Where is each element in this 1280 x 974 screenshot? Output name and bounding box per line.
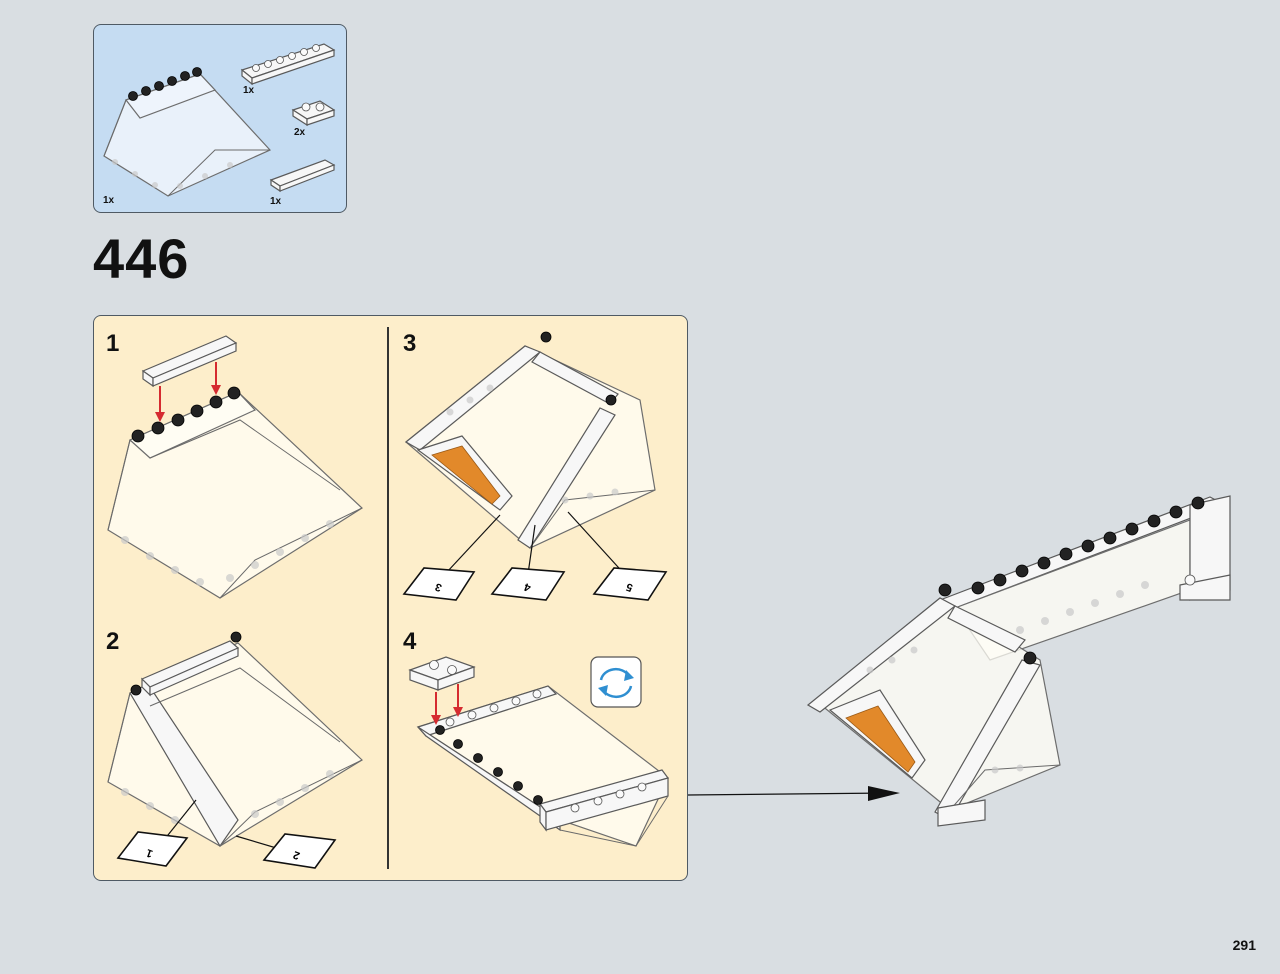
sub-step-4-number: 4 [403,628,417,655]
qty-windscreen: 1x [103,195,115,206]
plate-1x2-icon [408,656,476,691]
tile-1x4-icon [269,159,336,193]
sub-step-3-number: 3 [403,330,417,357]
plate-1x6-icon [240,43,336,86]
result-arrow [687,792,891,796]
sub-step-2-number: 2 [106,628,120,655]
sticker-1-icon: 1 [116,831,189,867]
sticker-4-label: 4 [522,580,533,594]
qty-plate-1x6: 1x [243,85,255,96]
result-arrow-head [868,786,900,801]
sticker-2-label: 2 [292,848,302,861]
rotate-model-icon [590,656,642,708]
sub-steps-divider [387,327,389,869]
sticker-1-label: 1 [145,846,155,859]
sticker-4-icon: 4 [490,567,566,601]
plate-1x2-icon [291,100,336,127]
sticker-3-label: 3 [434,580,444,593]
sub-step-1-illustration [107,335,363,599]
sticker-3-icon: 3 [402,567,476,601]
sub-step-4-illustration [408,656,670,847]
sticker-2-icon: 2 [262,833,337,869]
tile-1x4-icon [141,335,238,388]
sub-step-2-illustration: 1 2 [107,631,363,869]
sub-step-3-illustration: 3 4 5 [402,331,668,601]
sticker-5-label: 5 [625,580,635,593]
qty-tile-1x4: 1x [270,196,282,207]
windscreen-piece-icon [103,67,272,197]
qty-plate-1x2: 2x [294,127,306,138]
final-assembly-illustration [806,495,1231,827]
page-number: 291 [1232,937,1256,953]
sticker-5-icon: 5 [592,567,668,601]
sub-step-1-number: 1 [106,330,120,357]
step-number: 446 [93,227,190,290]
